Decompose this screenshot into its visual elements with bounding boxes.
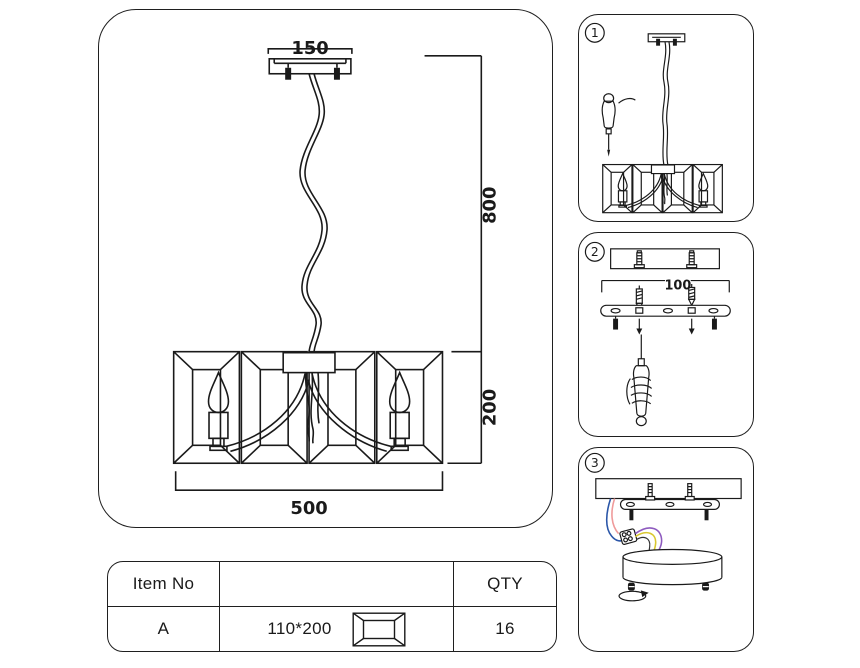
step-1-panel: 1 xyxy=(578,14,754,222)
terminal-block-icon xyxy=(619,528,638,545)
table-row: A 110*200 16 xyxy=(108,607,556,651)
screwdriver-hand-icon xyxy=(626,334,653,427)
crystal-prism-icon xyxy=(352,612,406,646)
header-item-no: Item No xyxy=(108,562,220,606)
step-number: 3 xyxy=(591,456,599,470)
ceiling-canopy-icon xyxy=(647,33,686,46)
body-width-dimension: 500 xyxy=(174,471,444,519)
wall-anchor-icon xyxy=(686,250,698,269)
hole-spacing-label: 100 xyxy=(664,278,691,293)
ceiling-canopy-icon xyxy=(268,58,352,80)
wires xyxy=(605,498,625,542)
height-dimensions: 800 200 xyxy=(424,55,500,465)
part-size: 110*200 xyxy=(267,619,332,638)
wall-anchor-icon xyxy=(633,250,645,269)
table-header-row: Item No QTY xyxy=(108,562,556,607)
suspension-cable xyxy=(299,73,328,353)
step-number: 2 xyxy=(591,245,599,259)
screwdriver-icon xyxy=(601,93,636,157)
step-2-badge: 2 xyxy=(584,241,605,262)
hole-spacing-dimension: 100 xyxy=(601,278,730,293)
chandelier-body xyxy=(603,165,723,213)
step-number: 1 xyxy=(591,26,599,40)
body-height-label: 200 xyxy=(479,389,500,426)
dimension-drawing: 150 xyxy=(99,38,500,519)
step-3-panel: 3 xyxy=(578,447,754,652)
rotation-arrow-icon xyxy=(618,590,649,602)
bracket-bolt-icon xyxy=(629,509,709,521)
step-2-drawing: 2 100 xyxy=(584,241,731,427)
step-1-drawing: 1 xyxy=(584,22,753,221)
decorative-nut-icon xyxy=(627,582,710,591)
step-1-badge: 1 xyxy=(584,22,605,43)
mounting-bracket-icon xyxy=(619,495,720,510)
suspension-height-label: 800 xyxy=(479,187,500,224)
canopy-width-dimension: 150 xyxy=(267,38,353,59)
threaded-stud-icon xyxy=(647,483,693,498)
ceiling-section xyxy=(595,478,742,500)
cell-qty: 16 xyxy=(495,619,515,638)
step-2-panel: 2 100 xyxy=(578,232,754,437)
header-qty: QTY xyxy=(487,574,523,593)
suspension-cable xyxy=(662,41,671,166)
cell-item-no: A xyxy=(108,607,220,651)
mounting-bracket-icon xyxy=(600,304,731,317)
bracket-screw-icon xyxy=(613,316,717,330)
header-part xyxy=(220,562,454,606)
chandelier-body xyxy=(174,352,443,464)
main-dimension-panel: 150 xyxy=(98,9,553,528)
arrow-down-icon xyxy=(636,318,695,335)
round-canopy-icon xyxy=(622,548,723,586)
screw-icon xyxy=(687,283,696,307)
parts-table: Item No QTY A 110*200 16 xyxy=(107,561,557,652)
ceiling-section xyxy=(610,248,720,270)
step-3-badge: 3 xyxy=(584,452,605,473)
body-width-label: 500 xyxy=(290,498,327,519)
step-3-drawing: 3 xyxy=(584,452,742,602)
cell-part: 110*200 xyxy=(220,607,454,651)
